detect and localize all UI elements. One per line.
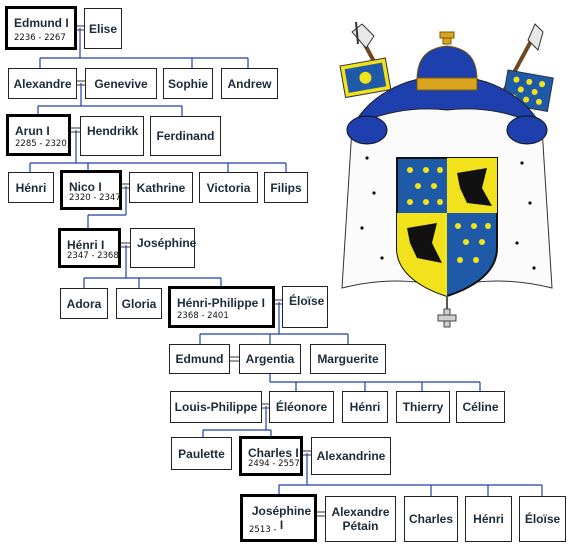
reign-dates: 2285 - 2320	[15, 139, 67, 149]
person-name: Thierry	[402, 400, 444, 414]
person-name: Elise	[88, 21, 118, 36]
reign-dates: 2320 - 2347	[69, 193, 121, 203]
person-name: Nico I	[69, 180, 102, 194]
person-box-kathrine: Kathrine	[129, 172, 193, 203]
person-name: Joséphine I	[251, 504, 312, 532]
person-box-alexandre-petain: Alexandre Pétain	[325, 496, 396, 542]
person-name: Céline	[462, 400, 499, 414]
person-name: Éloïse	[289, 294, 325, 308]
ruler-box-nico-i: Nico I 2320 - 2347	[60, 170, 122, 210]
person-box-filips: Filips	[264, 172, 308, 203]
person-name: Andrew	[227, 76, 272, 91]
person-name: Charles I	[248, 446, 299, 460]
person-box-argentia: Argentia	[239, 344, 301, 374]
person-box-thierry: Thierry	[396, 391, 450, 423]
person-box-edmund: Edmund	[169, 344, 230, 374]
person-name: Paulette	[178, 446, 225, 461]
person-name: Marguerite	[317, 352, 379, 366]
person-name: Ferdinand	[156, 129, 215, 143]
reign-dates: 2513 -	[249, 525, 277, 535]
person-box-celine: Céline	[456, 391, 505, 423]
person-box-charles: Charles	[404, 496, 458, 542]
person-box-eloise: Éloïse	[282, 286, 328, 328]
person-box-hendrikk: Hendrikk	[80, 116, 144, 156]
person-box-paulette: Paulette	[171, 437, 232, 470]
person-name: Alexandre Pétain	[326, 497, 395, 541]
person-name: Victoria	[206, 180, 251, 195]
person-box-alexandre: Alexandre	[8, 68, 77, 99]
person-box-josephine: Joséphine	[130, 228, 197, 268]
reign-dates: 2368 - 2401	[177, 311, 229, 321]
ruler-box-josephine-i: Joséphine I 2513 -	[240, 494, 317, 542]
person-name: Éléonore	[275, 400, 328, 414]
person-name: Charles	[408, 512, 454, 526]
person-box-henri: Hénri	[8, 172, 54, 203]
person-name: Hénri	[473, 512, 504, 526]
person-box-alexandrine: Alexandrine	[311, 437, 391, 475]
person-name: Hendrikk	[87, 124, 139, 138]
person-name: Hénri	[15, 180, 47, 195]
ruler-box-arun-i: Arun I 2285 - 2320	[6, 114, 71, 156]
person-name: Alexandre	[13, 76, 72, 91]
ruler-box-henri-i: Hénri I 2347 - 2368	[58, 228, 121, 268]
person-box-eloise-2: Éloïse	[519, 496, 566, 542]
person-name: Éloïse	[524, 512, 561, 526]
person-name: Edmund	[175, 352, 224, 366]
person-box-gloria: Gloria	[116, 288, 162, 319]
royal-coat-of-arms-icon	[339, 21, 554, 328]
person-name: Hénri-Philippe I	[177, 296, 266, 310]
person-box-andrew: Andrew	[221, 68, 278, 99]
person-name: Argentia	[245, 352, 295, 366]
person-name: Edmund I	[14, 16, 69, 30]
reign-dates: 2347 - 2368	[67, 251, 119, 261]
person-name: Louis-Philippe	[174, 400, 258, 414]
person-name: Alexandrine	[316, 449, 386, 463]
person-box-louis-philippe: Louis-Philippe	[170, 391, 262, 423]
person-box-victoria: Victoria	[199, 172, 258, 203]
person-name: Gloria	[121, 296, 157, 311]
person-box-marguerite: Marguerite	[310, 344, 386, 374]
person-box-eleonore: Éléonore	[269, 391, 334, 423]
person-name: Sophie	[167, 76, 208, 91]
person-name-line: Pétain	[342, 519, 379, 533]
person-name: Hénri I	[67, 238, 105, 252]
ruler-box-henri-philippe-i: Hénri-Philippe I 2368 - 2401	[168, 286, 275, 328]
person-box-adora: Adora	[60, 288, 108, 319]
person-box-sophie: Sophie	[163, 68, 213, 99]
person-box-ferdinand: Ferdinand	[150, 116, 221, 156]
person-name: Kathrine	[136, 180, 186, 195]
person-box-elise: Elise	[84, 8, 122, 49]
reign-dates: 2236 - 2267	[14, 33, 66, 43]
ruler-box-charles-i: Charles I 2494 - 2557	[239, 436, 303, 476]
person-name: Hénri	[349, 400, 381, 414]
reign-dates: 2494 - 2557	[248, 459, 300, 469]
person-box-genevive: Genevive	[85, 68, 157, 99]
person-name: Arun I	[15, 124, 50, 138]
person-name: Filips	[270, 180, 302, 195]
ruler-box-edmund-i: Edmund I 2236 - 2267	[5, 6, 77, 50]
person-name: Adora	[66, 296, 102, 311]
person-box-henri-2: Hénri	[342, 391, 388, 423]
person-box-henri-3: Hénri	[465, 496, 512, 542]
person-name: Joséphine	[137, 236, 197, 250]
person-name-line: Alexandre	[331, 505, 390, 519]
person-name: Genevive	[94, 76, 148, 91]
